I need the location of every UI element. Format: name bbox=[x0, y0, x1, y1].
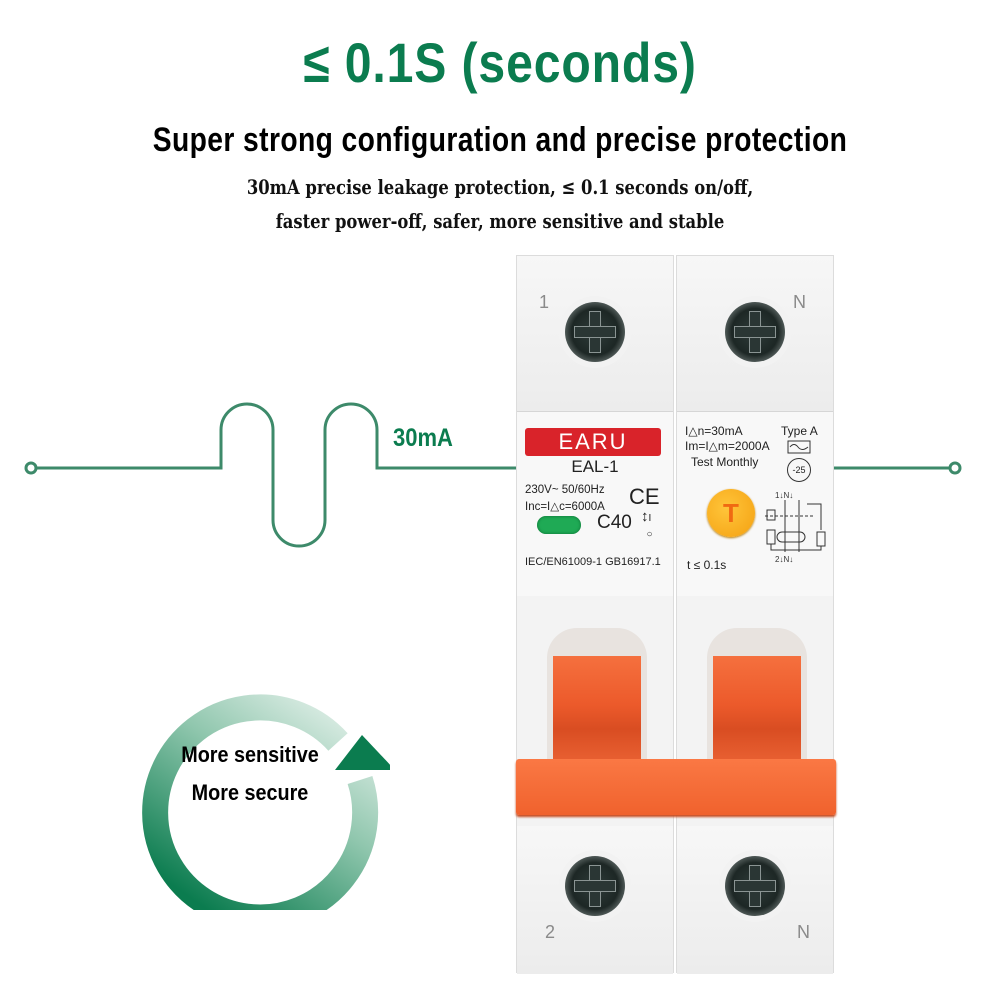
terminal-label: N bbox=[797, 922, 810, 942]
terminal-bottom-right: N bbox=[677, 826, 833, 974]
rcbo-breaker: 1 EARU EAL-1 230V~ 50/60Hz Inc=I△c=6000A… bbox=[516, 255, 836, 974]
terminal-bottom-left: 2 bbox=[517, 826, 673, 974]
terminal-label: 1 bbox=[539, 292, 550, 312]
terminal-screw-icon bbox=[725, 856, 785, 916]
svg-text:2↓N↓: 2↓N↓ bbox=[775, 555, 793, 564]
terminal-label: 2 bbox=[545, 922, 556, 942]
handle-slot bbox=[707, 628, 807, 778]
breaking-capacity: Inc=I△c=6000A bbox=[525, 501, 605, 513]
temperature-rating-icon: -25 bbox=[787, 458, 811, 482]
svg-text:1↓N↓: 1↓N↓ bbox=[775, 491, 793, 500]
leakage-waveform-diagram bbox=[24, 402, 962, 548]
terminal-screw-icon bbox=[565, 302, 625, 362]
circular-arrow-icon bbox=[142, 694, 390, 910]
terminal-top-right: N bbox=[677, 256, 833, 411]
waveform-type-icon bbox=[787, 440, 811, 454]
trip-time: t ≤ 0.1s bbox=[687, 558, 727, 572]
description-line-1: 30mA precise leakage protection, ≤ 0.1 s… bbox=[246, 175, 754, 199]
subheadline: Super strong configuration and precise p… bbox=[152, 121, 848, 159]
test-monthly-note: Test Monthly bbox=[691, 455, 759, 469]
rcd-type: Type A bbox=[781, 424, 818, 438]
current-rating: C40 bbox=[597, 512, 632, 533]
terminal-screw-icon bbox=[725, 302, 785, 362]
pole-right: N I△n=30mA Type A Im=I△m=2000A Test Mont… bbox=[676, 255, 834, 974]
pole-left: 1 EARU EAL-1 230V~ 50/60Hz Inc=I△c=6000A… bbox=[516, 255, 674, 974]
ce-mark-icon: CE bbox=[629, 484, 660, 509]
description-line-2: faster power-off, safer, more sensitive … bbox=[275, 209, 725, 233]
label-panel-right: I△n=30mA Type A Im=I△m=2000A Test Monthl… bbox=[677, 411, 833, 598]
headline: ≤ 0.1S (seconds) bbox=[303, 31, 697, 94]
terminal-top-left: 1 bbox=[517, 256, 673, 411]
model-number: EAL-1 bbox=[571, 457, 619, 476]
terminal-label: N bbox=[793, 292, 806, 312]
handle-slot bbox=[547, 628, 647, 778]
leakage-current-label: 30mA bbox=[393, 424, 453, 452]
toggle-handle-right[interactable] bbox=[713, 656, 801, 778]
standards-text: IEC/EN61009-1 GB16917.1 bbox=[525, 556, 661, 568]
voltage-frequency: 230V~ 50/60Hz bbox=[525, 484, 605, 496]
label-panel-left: EARU EAL-1 230V~ 50/60Hz Inc=I△c=6000A C… bbox=[517, 411, 673, 598]
handle-tie-bar[interactable] bbox=[516, 759, 836, 815]
residual-current: I△n=30mA bbox=[685, 424, 743, 438]
toggle-handle-left[interactable] bbox=[553, 656, 641, 778]
brand-logo: EARU bbox=[525, 428, 661, 456]
making-capacity: Im=I△m=2000A bbox=[685, 439, 770, 453]
on-off-symbol-icon: ↕I ○ bbox=[641, 508, 653, 540]
badge-line-1: More sensitive bbox=[181, 742, 319, 767]
circuit-schematic-icon: 1↓N↓ 2↓N↓ bbox=[765, 491, 826, 564]
badge-line-2: More secure bbox=[191, 780, 309, 805]
test-button[interactable]: T bbox=[707, 489, 755, 537]
terminal-screw-icon bbox=[565, 856, 625, 916]
status-indicator-led bbox=[537, 516, 581, 534]
